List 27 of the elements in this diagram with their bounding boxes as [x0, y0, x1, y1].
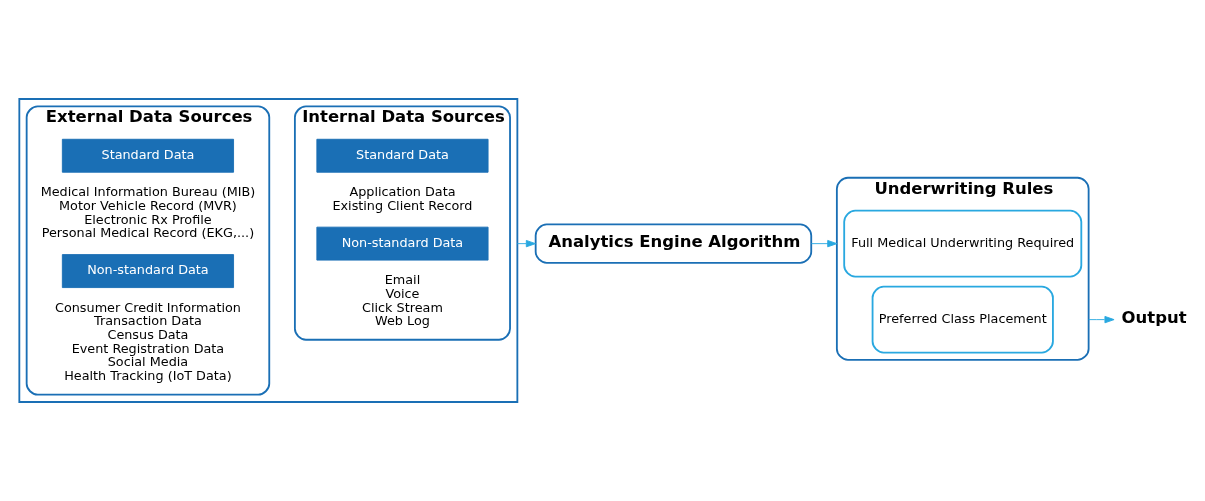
arrow: [1088, 315, 1115, 324]
node-label: Census Data: [107, 327, 189, 343]
node-box: Preferred Class Placement: [871, 285, 1054, 354]
node-label: Motor Vehicle Record (MVR): [59, 197, 237, 213]
node-label: Event Registration Data: [71, 340, 225, 356]
cluster: [18, 98, 519, 403]
node-label: Voice: [385, 285, 420, 301]
node-box: Non-standard Data: [61, 254, 234, 289]
node-label: Health Tracking (IoT Data): [64, 368, 232, 384]
node-label: Click Stream: [362, 299, 443, 315]
node-label: Medical Information Bureau (MIB): [40, 184, 256, 200]
node-label: Social Media: [107, 354, 189, 370]
node-label: Email: [384, 272, 421, 288]
arrow: [516, 239, 536, 248]
node-label: Web Log: [375, 313, 430, 329]
node-label: Electronic Rx Profile: [84, 211, 212, 227]
node-label: Transaction Data: [94, 313, 202, 329]
node-box: Standard Data: [316, 138, 489, 173]
node-box: Standard Data: [61, 138, 234, 173]
node-box: Full Medical Underwriting Required: [843, 209, 1083, 278]
node-label: Personal Medical Record (EKG,...): [41, 225, 255, 241]
node-text: Output: [1121, 307, 1187, 327]
arrow: [810, 239, 838, 248]
node-label: Application Data: [349, 184, 456, 200]
node-box: Analytics Engine Algorithm: [534, 223, 813, 264]
node-box: Non-standard Data: [316, 226, 489, 261]
node-label: Consumer Credit Information: [54, 299, 241, 315]
